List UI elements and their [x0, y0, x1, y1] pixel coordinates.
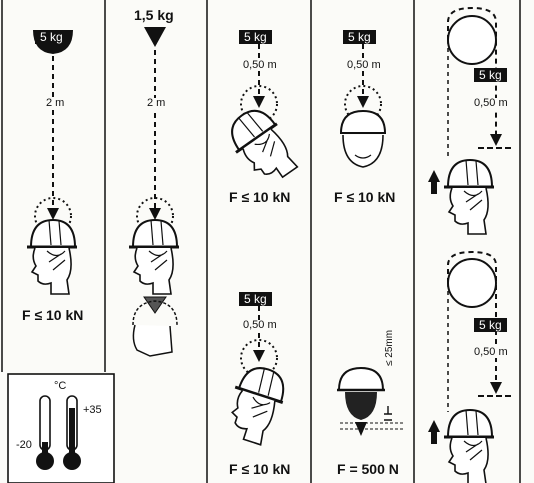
force-label: F ≤ 10 kN: [229, 461, 291, 477]
panel-3-side-impact: [218, 44, 306, 449]
panel-2-penetration-test: [127, 27, 181, 357]
mass-label: 5 kg: [474, 68, 507, 82]
panel-4-rear-impact: [337, 44, 404, 436]
hot-thermometer-icon: [63, 395, 81, 470]
helmet-head-icon: [127, 218, 181, 296]
drop-height-label: 0,50 m: [243, 319, 277, 331]
cold-temperature: -20: [16, 439, 32, 451]
pulley-icon: [447, 258, 497, 308]
mass-label: 5 kg: [239, 292, 272, 306]
panel-1-drop-test: [25, 30, 79, 296]
helmet-head-icon: [219, 359, 293, 449]
panel-5-chinstrap-release: [428, 6, 514, 483]
cone-striker-icon: [144, 27, 166, 47]
helmet-head-icon: [25, 218, 79, 296]
drop-height-label: 0,50 m: [474, 346, 508, 358]
hot-temperature: +35: [83, 404, 102, 416]
helmet-head-icon: [442, 158, 496, 236]
up-arrow-icon: [428, 420, 440, 444]
mass-label: 1,5 kg: [134, 7, 174, 23]
mass-label: 5 kg: [35, 30, 68, 44]
drop-height-label: 0,50 m: [474, 97, 508, 109]
cone-tip-icon: [143, 296, 167, 314]
mass-label: 5 kg: [343, 30, 376, 44]
force-label: F ≤ 10 kN: [334, 189, 396, 205]
force-label: F ≤ 10 kN: [22, 307, 84, 323]
mass-label: 5 kg: [239, 30, 272, 44]
drop-height-label: 2 m: [147, 97, 166, 109]
helmet-head-icon: [218, 100, 306, 193]
mass-label: 5 kg: [474, 318, 507, 332]
force-label: F ≤ 10 kN: [229, 189, 291, 205]
cold-thermometer-icon: [36, 395, 54, 470]
panel-dividers: [1, 0, 521, 483]
up-arrow-icon: [428, 170, 440, 194]
force-label: F = 500 N: [337, 461, 399, 477]
drop-height-label: 0,50 m: [243, 59, 277, 71]
drop-height-label: 0,50 m: [347, 59, 381, 71]
temperature-unit: °C: [54, 380, 67, 392]
chinstrap-test-icon: [337, 366, 385, 436]
gap-label: ≤ 25mm: [384, 329, 395, 366]
temperature-panel: [7, 373, 115, 483]
helmet-head-icon: [442, 408, 496, 483]
pulley-icon: [447, 15, 497, 65]
drop-height-label: 2 m: [46, 97, 65, 109]
